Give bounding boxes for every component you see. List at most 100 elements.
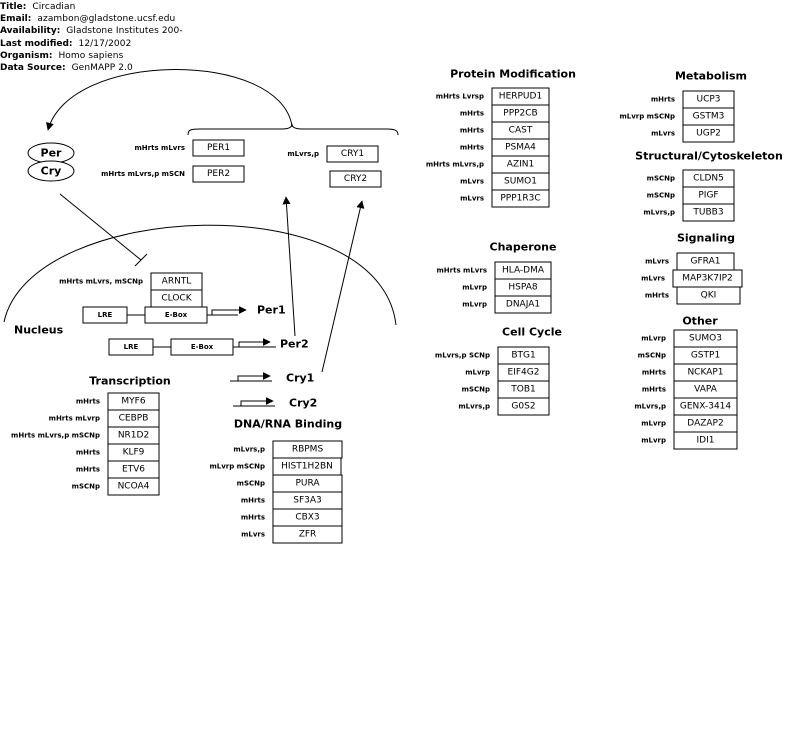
gene-box[interactable] xyxy=(673,431,738,450)
gene-hist1h2bn[interactable]: HIST1H2BN xyxy=(272,457,342,476)
info-row-title: Title:Circadian xyxy=(0,1,183,13)
gene-tissue-tag: mSCNp xyxy=(638,352,666,360)
gene-map3k7ip2[interactable]: MAP3K7IP2 xyxy=(672,269,743,288)
info-value: 12/17/2002 xyxy=(78,38,132,49)
gene-ucp3[interactable]: UCP3 xyxy=(682,90,735,109)
gene-idi1[interactable]: IDI1 xyxy=(673,431,738,450)
gene-ppp1r3c[interactable]: PPP1R3C xyxy=(491,189,550,208)
gene-box[interactable] xyxy=(682,124,735,143)
gene-rbpms[interactable]: RBPMS xyxy=(272,440,343,459)
group-structural: Structural/CytoskeletonCLDN5mSCNpPIGFmSC… xyxy=(635,150,783,222)
gene-symbol: NR1D2 xyxy=(118,431,149,441)
gene-eif4g2[interactable]: EIF4G2 xyxy=(497,363,550,382)
gene-box[interactable] xyxy=(329,170,382,188)
group-heading: Other xyxy=(682,315,718,328)
lre-label-1: LRE xyxy=(98,311,113,319)
group-heading: DNA/RNA Binding xyxy=(234,418,342,431)
gene-box[interactable] xyxy=(150,289,203,308)
gene-vapa[interactable]: VAPA xyxy=(673,380,738,399)
gene-symbol: GFRA1 xyxy=(691,257,721,267)
gene-symbol: CBX3 xyxy=(295,513,319,523)
gene-g0s2[interactable]: G0S2 xyxy=(497,397,550,416)
info-row-availability: Availability:Gladstone Institutes 200- xyxy=(0,25,183,37)
gene-sumo3[interactable]: SUMO3 xyxy=(673,329,738,348)
gene-symbol: PPP2CB xyxy=(503,109,537,119)
gene-box[interactable] xyxy=(107,477,160,496)
info-key: Data Source: xyxy=(0,63,66,74)
info-value: Circadian xyxy=(32,2,76,12)
gene-symbol: TOB1 xyxy=(510,385,535,395)
gene-genx-3414[interactable]: GENX-3414 xyxy=(673,397,738,416)
gene-box[interactable] xyxy=(192,139,245,157)
gene-pura[interactable]: PURA xyxy=(272,474,343,493)
gene-zfr[interactable]: ZFR xyxy=(272,525,343,544)
gene-cbx3[interactable]: CBX3 xyxy=(272,508,343,527)
gene-myf6[interactable]: MYF6 xyxy=(107,392,160,411)
gene-per2[interactable]: PER2 xyxy=(192,165,245,183)
gene-tissue-tag: mHrts mLvrs xyxy=(437,267,488,275)
gene-cast[interactable]: CAST xyxy=(491,121,550,140)
gene-tob1[interactable]: TOB1 xyxy=(497,380,550,399)
info-value: Gladstone Institutes 200- xyxy=(66,26,183,37)
gene-cldn5[interactable]: CLDN5 xyxy=(682,169,735,188)
gene-symbol: IDI1 xyxy=(697,436,715,446)
gene-cry2[interactable]: CRY2 xyxy=(329,170,382,188)
gene-symbol: HIST1H2BN xyxy=(281,462,333,472)
gene-symbol: GSTM3 xyxy=(693,112,725,122)
gene-cry1[interactable]: CRY1 xyxy=(326,145,379,163)
gene-gfra1[interactable]: GFRA1 xyxy=(676,252,735,271)
gene-hla-dma[interactable]: HLA-DMA xyxy=(494,261,552,280)
gene-box[interactable] xyxy=(192,165,245,183)
gene-azin1[interactable]: AZIN1 xyxy=(491,155,550,174)
gene-ncoa4[interactable]: NCOA4 xyxy=(107,477,160,496)
gene-dazap2[interactable]: DAZAP2 xyxy=(673,414,738,433)
gene-nckap1[interactable]: NCKAP1 xyxy=(673,363,738,382)
gene-btg1[interactable]: BTG1 xyxy=(497,346,550,365)
gene-box[interactable] xyxy=(491,189,550,208)
group-heading: Metabolism xyxy=(675,70,747,83)
gene-gstp1[interactable]: GSTP1 xyxy=(673,346,738,365)
gene-tissue-tag: mLvrs,p xyxy=(643,209,675,217)
gene-tissue-tag: mLvrs,p SCNp xyxy=(435,352,490,360)
gene-symbol: TUBB3 xyxy=(692,208,723,218)
gene-psma4[interactable]: PSMA4 xyxy=(491,138,550,157)
gene-sf3a3[interactable]: SF3A3 xyxy=(272,491,343,510)
gene-cebpb[interactable]: CEBPB xyxy=(107,409,160,428)
gene-symbol: PPP1R3C xyxy=(500,194,540,204)
gene-tubb3[interactable]: TUBB3 xyxy=(682,203,735,222)
gene-ugp2[interactable]: UGP2 xyxy=(682,124,735,143)
gene-box[interactable] xyxy=(497,397,550,416)
gene-tissue-tag: mHrts Lvrsp xyxy=(436,93,484,101)
gene-hspa8[interactable]: HSPA8 xyxy=(494,278,552,297)
gene-klf9[interactable]: KLF9 xyxy=(107,443,160,462)
gene-nr1d2[interactable]: NR1D2 xyxy=(107,426,160,445)
gene-clock[interactable]: CLOCK xyxy=(150,289,203,308)
gene-dnaja1[interactable]: DNAJA1 xyxy=(494,295,552,314)
gene-symbol: PURA xyxy=(295,479,320,489)
gene-box[interactable] xyxy=(676,286,741,305)
info-value: GenMAPP 2.0 xyxy=(71,63,133,74)
gene-pigf[interactable]: PIGF xyxy=(682,186,735,205)
gene-box[interactable] xyxy=(682,203,735,222)
gene-symbol: NCOA4 xyxy=(118,482,150,492)
gene-symbol: CLOCK xyxy=(161,294,192,304)
gene-label-cry1: Cry1 xyxy=(286,372,314,385)
gene-etv6[interactable]: ETV6 xyxy=(107,460,160,479)
gene-sumo1[interactable]: SUMO1 xyxy=(491,172,550,191)
gene-tissue-tag: mSCNp xyxy=(647,192,675,200)
gene-box[interactable] xyxy=(494,295,552,314)
info-row-last-modified: Last modified:12/17/2002 xyxy=(0,38,183,50)
gene-box[interactable] xyxy=(272,525,343,544)
gene-herpud1[interactable]: HERPUD1 xyxy=(491,87,550,106)
gene-gstm3[interactable]: GSTM3 xyxy=(682,107,735,126)
gene-qki[interactable]: QKI xyxy=(676,286,741,305)
gene-symbol: HLA-DMA xyxy=(502,266,545,276)
info-value: Homo sapiens xyxy=(58,50,124,61)
gene-tissue-tag: mHrts xyxy=(460,110,484,118)
gene-box[interactable] xyxy=(326,145,379,163)
gene-ppp2cb[interactable]: PPP2CB xyxy=(491,104,550,123)
gene-per1[interactable]: PER1 xyxy=(192,139,245,157)
gene-arntl[interactable]: ARNTL xyxy=(150,272,203,291)
